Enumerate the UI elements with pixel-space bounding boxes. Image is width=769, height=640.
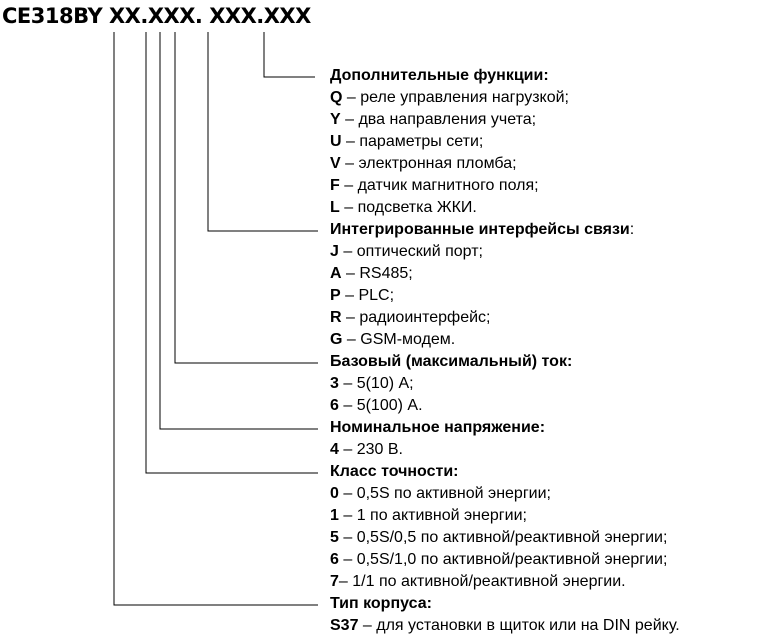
option-code: Q <box>330 89 343 106</box>
option-item: 6 – 5(100) А. <box>330 395 680 417</box>
option-item: 4 – 230 В. <box>330 439 680 461</box>
option-item: A – RS485; <box>330 263 680 285</box>
section-heading-text: Тип корпуса: <box>330 595 432 612</box>
legend: Дополнительные функции: Q – реле управлен… <box>330 65 680 637</box>
option-item: F – датчик магнитного поля; <box>330 175 680 197</box>
option-code: S37 <box>330 617 359 634</box>
option-description: – для установки в щиток или на DIN рейку… <box>358 617 680 634</box>
option-code: G <box>330 331 343 348</box>
section-heading-text: Дополнительные функции: <box>330 67 549 84</box>
option-code: 6 <box>330 551 339 568</box>
option-description: – 230 В. <box>338 441 403 458</box>
option-description: – электронная пломба; <box>340 155 517 172</box>
connector-line <box>207 32 318 232</box>
option-item: P – PLC; <box>330 285 680 307</box>
option-item: 7– 1/1 по активной/реактивной энергии. <box>330 571 680 593</box>
option-code: F <box>330 177 340 194</box>
option-code: Y <box>330 111 341 128</box>
section-heading-text: Базовый (максимальный) ток: <box>330 353 573 370</box>
option-description: – RS485; <box>341 265 413 282</box>
option-description: – реле управления нагрузкой; <box>342 89 569 106</box>
option-code: 7 <box>330 573 339 590</box>
option-item: L – подсветка ЖКИ. <box>330 197 680 219</box>
option-description: – 0,5S/0,5 по активной/реактивной энерги… <box>338 529 668 546</box>
section-heading-text: Номинальное напряжение: <box>330 419 546 436</box>
option-item: 0 – 0,5S по активной энергии; <box>330 483 680 505</box>
option-code: L <box>330 199 340 216</box>
connector-line <box>113 32 318 606</box>
option-item: V – электронная пломба; <box>330 153 680 175</box>
option-item: R – радиоинтерфейс; <box>330 307 680 329</box>
option-code: 4 <box>330 441 339 458</box>
option-description: – подсветка ЖКИ. <box>339 199 477 216</box>
section-heading: Базовый (максимальный) ток: <box>330 351 680 373</box>
option-code: 3 <box>330 375 339 392</box>
option-item: U – параметры сети; <box>330 131 680 153</box>
option-code: 1 <box>330 507 339 524</box>
connector-line <box>263 32 315 78</box>
option-item: 1 – 1 по активной энергии; <box>330 505 680 527</box>
option-description: – 0,5S по активной энергии; <box>338 485 551 502</box>
option-item: Y – два направления учета; <box>330 109 680 131</box>
option-description: – параметры сети; <box>341 133 484 150</box>
option-code: R <box>330 309 342 326</box>
section-heading: Тип корпуса: <box>330 593 680 615</box>
option-item: S37 – для установки в щиток или на DIN р… <box>330 615 680 637</box>
option-code: U <box>330 133 342 150</box>
option-item: Q – реле управления нагрузкой; <box>330 87 680 109</box>
option-code: 6 <box>330 397 339 414</box>
option-description: – оптический порт; <box>338 243 483 260</box>
option-code: P <box>330 287 341 304</box>
option-code: 5 <box>330 529 339 546</box>
option-description: – 5(100) А. <box>338 397 423 414</box>
section-heading: Интегрированные интерфейсы связи: <box>330 219 680 241</box>
option-code: A <box>330 265 342 282</box>
option-description: – 0,5S/1,0 по активной/реактивной энерги… <box>338 551 668 568</box>
option-description: – радиоинтерфейс; <box>341 309 491 326</box>
option-item: 6 – 0,5S/1,0 по активной/реактивной энер… <box>330 549 680 571</box>
option-description: – GSM-модем. <box>342 331 456 348</box>
option-item: G – GSM-модем. <box>330 329 680 351</box>
section-heading: Номинальное напряжение: <box>330 417 680 439</box>
option-item: 3 – 5(10) А; <box>330 373 680 395</box>
model-code-title: CE318BY XX.XXX. XXX.XXX <box>2 4 311 28</box>
section-heading-text: Класс точности: <box>330 463 459 480</box>
option-code: 0 <box>330 485 339 502</box>
section-heading: Класс точности: <box>330 461 680 483</box>
option-description: – 1/1 по активной/реактивной энергии. <box>338 573 626 590</box>
connector-line <box>174 32 318 364</box>
option-code: J <box>330 243 339 260</box>
option-description: – 1 по активной энергии; <box>338 507 527 524</box>
option-item: J – оптический порт; <box>330 241 680 263</box>
option-description: – два направления учета; <box>340 111 537 128</box>
option-description: – 5(10) А; <box>338 375 414 392</box>
section-heading: Дополнительные функции: <box>330 65 680 87</box>
connector-line <box>159 32 318 430</box>
option-item: 5 – 0,5S/0,5 по активной/реактивной энер… <box>330 527 680 549</box>
option-description: – датчик магнитного поля; <box>339 177 539 194</box>
option-description: – PLC; <box>340 287 395 304</box>
connector-line <box>145 32 318 474</box>
section-heading-text: Интегрированные интерфейсы связи <box>330 221 630 238</box>
option-code: V <box>330 155 341 172</box>
section-heading-suffix: : <box>629 221 635 238</box>
